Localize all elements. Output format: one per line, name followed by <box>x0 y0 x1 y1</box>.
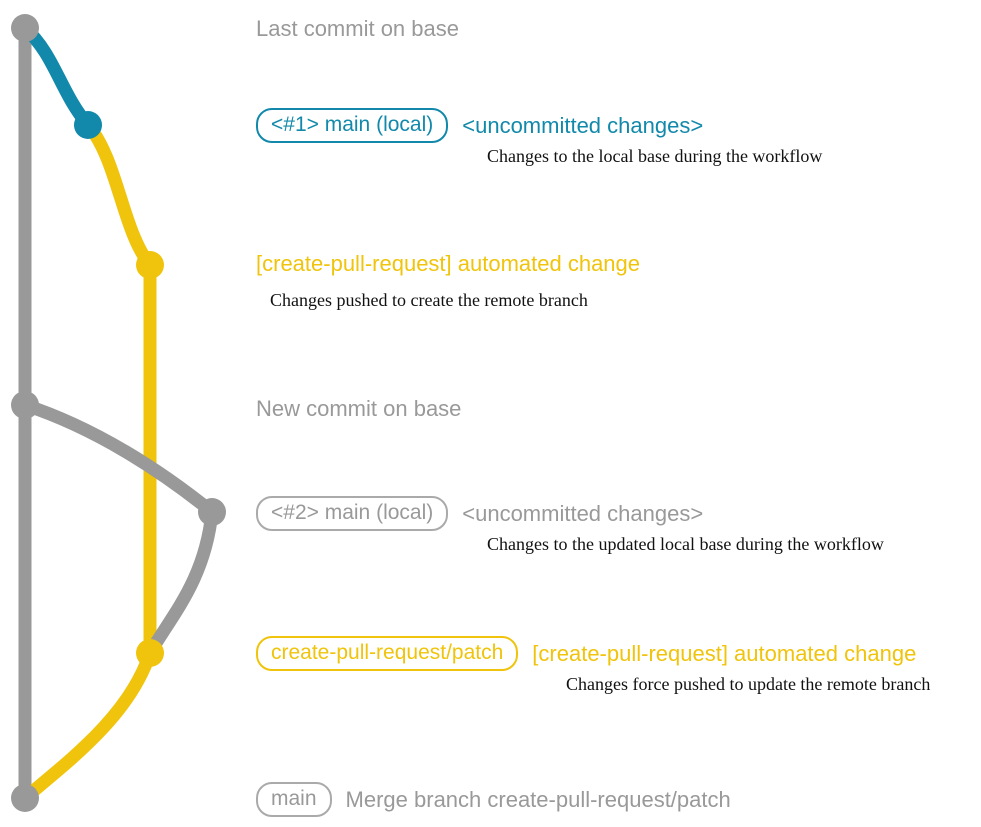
graph-edge-local-2-to-patch-2 <box>143 505 219 660</box>
graph-node-patch-commit-1[interactable] <box>136 251 164 279</box>
entry-local-2: <#2> main (local) <uncommitted changes> <box>256 496 704 532</box>
commit-description: Changes to the local base during the wor… <box>487 146 823 166</box>
entry-merge: main Merge branch create-pull-request/pat… <box>256 782 731 818</box>
graph-edges <box>18 21 219 805</box>
graph-nodes <box>11 14 226 812</box>
graph-node-merge-commit[interactable] <box>11 784 39 812</box>
commit-description: Changes force pushed to update the remot… <box>566 674 931 694</box>
commit-description: Changes to the updated local base during… <box>487 534 884 554</box>
commit-subject: Merge branch create-pull-request/patch <box>345 786 731 812</box>
commit-description: Changes pushed to create the remote bran… <box>270 290 588 310</box>
entry-local-1: <#1> main (local) <uncommitted changes> <box>256 108 704 144</box>
branch-badge[interactable]: create-pull-request/patch <box>256 636 519 672</box>
graph-node-local-commit-1[interactable] <box>74 111 102 139</box>
commit-subject: [create-pull-request] automated change <box>532 640 917 666</box>
entry-last-commit-on-base: Last commit on base <box>256 16 459 41</box>
graph-edge-local-1-to-patch-1 <box>81 118 157 272</box>
branch-badge[interactable]: main <box>256 782 332 818</box>
commit-subject: <uncommitted changes> <box>462 112 704 138</box>
graph-node-new-commit-on-base[interactable] <box>11 391 39 419</box>
branch-badge[interactable]: <#1> main (local) <box>256 108 449 144</box>
commit-subject: <uncommitted changes> <box>462 500 704 526</box>
commit-subject: [create-pull-request] automated change <box>256 251 641 276</box>
graph-node-patch-commit-2[interactable] <box>136 639 164 667</box>
graph-edge-patch-2-to-merge <box>18 646 157 805</box>
entry-patch-2: create-pull-request/patch [create-pull-re… <box>256 636 917 672</box>
entry-new-commit-on-base: New commit on base <box>256 396 462 421</box>
graph-edge-base-to-local-1 <box>18 21 95 132</box>
graph-node-local-commit-2[interactable] <box>198 498 226 526</box>
graph-node-last-commit-on-base[interactable] <box>11 14 39 42</box>
branch-badge[interactable]: <#2> main (local) <box>256 496 449 532</box>
graph-edge-base-2-to-local-2 <box>18 398 219 519</box>
entry-patch-1: [create-pull-request] automated change <box>256 252 640 275</box>
